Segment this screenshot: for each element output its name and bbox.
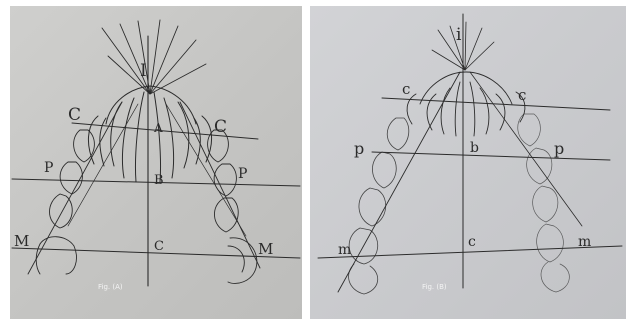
label-canine-left-b: c <box>402 80 410 98</box>
label-top-a: I <box>140 61 147 81</box>
line-premolar <box>11 178 301 187</box>
teeth-left <box>35 129 95 275</box>
diagonal-left <box>337 71 461 293</box>
radiating-lines <box>431 21 495 71</box>
diagonal-right <box>179 101 261 269</box>
label-point-c-b: c <box>468 234 476 250</box>
diagonal-right <box>469 71 583 227</box>
label-premolar-left-b: p <box>354 139 364 158</box>
line-premolar <box>371 151 611 161</box>
label-point-a: A <box>153 121 163 135</box>
label-premolar-right-a: P <box>238 166 247 182</box>
figure-a-drawing: I C C A B C P P M M Fig. (A) <box>11 19 301 291</box>
label-point-c: C <box>154 239 164 254</box>
label-canine-right-b: c <box>518 86 526 104</box>
caption-figure-b: Fig. (B) <box>422 283 447 291</box>
label-canine-left-a: C <box>68 105 81 125</box>
diagonal-right-2 <box>165 103 247 237</box>
label-premolar-left-a: P <box>44 160 53 176</box>
teeth-left <box>348 117 410 295</box>
radiating-lines <box>101 19 207 95</box>
label-molar-left-a: M <box>14 232 29 250</box>
label-top-b: i <box>456 25 462 45</box>
caption-figure-a: Fig. (A) <box>98 283 123 291</box>
figure-a-photo: I C C A B C P P M M Fig. (A) <box>10 6 302 319</box>
dental-arch <box>88 85 212 183</box>
label-molar-left-b: m <box>338 242 351 258</box>
diagonal-left <box>27 101 123 275</box>
label-point-b-b: b <box>470 140 479 156</box>
dental-arch <box>406 71 526 137</box>
label-canine-right-a: C <box>214 117 227 137</box>
line-molar <box>11 247 301 259</box>
label-molar-right-b: m <box>578 234 591 250</box>
figure-b-drawing: i c c b c p p m m Fig. (B) <box>317 13 623 295</box>
label-premolar-right-b: p <box>554 139 564 158</box>
label-point-b: B <box>154 173 164 188</box>
line-canine <box>381 97 611 111</box>
line-molar <box>317 245 623 259</box>
teeth-right <box>207 129 258 284</box>
figure-b-photo: i c c b c p p m m Fig. (B) <box>310 6 626 319</box>
label-molar-right-a: M <box>258 240 273 258</box>
